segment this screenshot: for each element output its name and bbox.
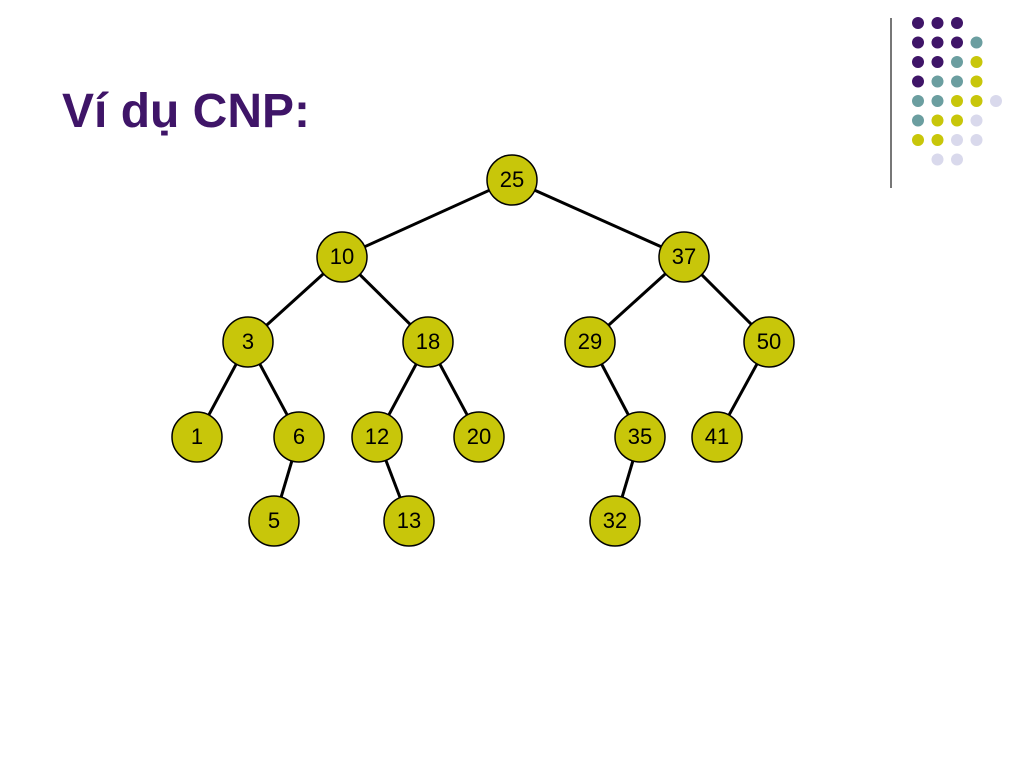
tree-edge-37-29 (607, 272, 667, 327)
decorative-dot (931, 134, 944, 146)
decorative-dot (951, 114, 963, 127)
tree-node-20: 20 (453, 411, 505, 463)
decorative-dot (970, 75, 983, 88)
decorative-dot (951, 36, 963, 49)
tree-edge-6-5 (279, 460, 294, 498)
tree-node-12: 12 (351, 411, 403, 463)
tree-edge-10-3 (265, 272, 325, 327)
decorative-dot (951, 153, 963, 166)
tree-node-50: 50 (743, 316, 795, 368)
decorative-dot (931, 153, 944, 166)
decorative-dot (931, 75, 944, 88)
decorative-dot (951, 75, 963, 88)
tree-node-37: 37 (658, 231, 710, 283)
decorative-dot (970, 36, 983, 49)
decorative-dot (970, 56, 983, 68)
tree-node-label: 35 (628, 424, 652, 449)
decorative-dot (912, 36, 924, 49)
decorative-dot (931, 114, 944, 127)
tree-node-circle (614, 411, 666, 463)
tree-node-label: 10 (330, 244, 354, 269)
decorative-dot (931, 95, 944, 107)
tree-node-label: 25 (500, 167, 524, 192)
tree-edge-10-18 (358, 273, 412, 326)
tree-node-label: 29 (578, 329, 602, 354)
tree-node-label: 50 (757, 329, 781, 354)
tree-node-10: 10 (316, 231, 368, 283)
decorative-divider (890, 18, 892, 188)
tree-node-label: 3 (242, 329, 254, 354)
tree-node-circle (486, 154, 538, 206)
tree-node-label: 37 (672, 244, 696, 269)
tree-node-32: 32 (589, 495, 641, 547)
tree-node-1: 1 (171, 411, 223, 463)
tree-edge-12-13 (384, 459, 402, 499)
tree-edge-18-12 (387, 363, 418, 416)
tree-edge-18-20 (438, 363, 469, 416)
tree-edge-37-50 (700, 273, 753, 326)
slide-title: Ví dụ CNP: (62, 85, 310, 138)
tree-node-circle (658, 231, 710, 283)
tree-node-label: 41 (705, 424, 729, 449)
decorative-dot (912, 95, 924, 107)
tree-node-label: 5 (268, 508, 280, 533)
tree-node-18: 18 (402, 316, 454, 368)
decorative-dot (970, 134, 983, 146)
tree-nodes: 25 10 37 3 18 29 50 1 6 12 20 35 41 5 13 32 (171, 154, 795, 547)
tree-node-label: 13 (397, 508, 421, 533)
tree-edge-3-1 (207, 363, 238, 416)
tree-node-circle (222, 316, 274, 368)
tree-node-29: 29 (564, 316, 616, 368)
tree-node-circle (453, 411, 505, 463)
decorative-dot (912, 17, 924, 29)
tree-node-circle (316, 231, 368, 283)
tree-node-circle (383, 495, 435, 547)
tree-node-label: 20 (467, 424, 491, 449)
tree-node-label: 12 (365, 424, 389, 449)
tree-node-3: 3 (222, 316, 274, 368)
tree-edge-29-35 (600, 363, 630, 416)
decorative-dot (951, 95, 963, 107)
decorative-dot (931, 56, 944, 68)
decorative-dot (912, 114, 924, 127)
decorative-dot (970, 114, 983, 127)
decorative-dot (990, 95, 1002, 107)
decorative-dot-grid (912, 17, 1002, 166)
tree-node-13: 13 (383, 495, 435, 547)
decorative-dot (912, 56, 924, 68)
tree-edge-35-32 (620, 460, 635, 498)
tree-edge-3-6 (258, 363, 289, 416)
tree-node-25: 25 (486, 154, 538, 206)
tree-edge-50-41 (727, 363, 759, 416)
tree-edges (207, 188, 759, 499)
decorative-dot (931, 36, 944, 49)
decorative-dot (951, 134, 963, 146)
tree-node-circle (743, 316, 795, 368)
tree-edge-25-37 (534, 188, 662, 249)
tree-node-circle (691, 411, 743, 463)
tree-node-41: 41 (691, 411, 743, 463)
decorative-dot (951, 17, 963, 29)
tree-node-circle (564, 316, 616, 368)
tree-node-6: 6 (273, 411, 325, 463)
tree-node-label: 1 (191, 424, 203, 449)
tree-node-label: 6 (293, 424, 305, 449)
tree-edge-25-10 (364, 188, 490, 249)
tree-node-circle (273, 411, 325, 463)
tree-node-label: 32 (603, 508, 627, 533)
tree-node-label: 18 (416, 329, 440, 354)
decorative-dot (951, 56, 963, 68)
decorative-dot (912, 134, 924, 146)
tree-node-circle (351, 411, 403, 463)
tree-node-35: 35 (614, 411, 666, 463)
tree-node-circle (589, 495, 641, 547)
decorative-dot (912, 75, 924, 88)
tree-node-circle (248, 495, 300, 547)
tree-node-circle (171, 411, 223, 463)
tree-node-5: 5 (248, 495, 300, 547)
decorative-dot (970, 95, 983, 107)
tree-node-circle (402, 316, 454, 368)
decorative-dot (931, 17, 944, 29)
